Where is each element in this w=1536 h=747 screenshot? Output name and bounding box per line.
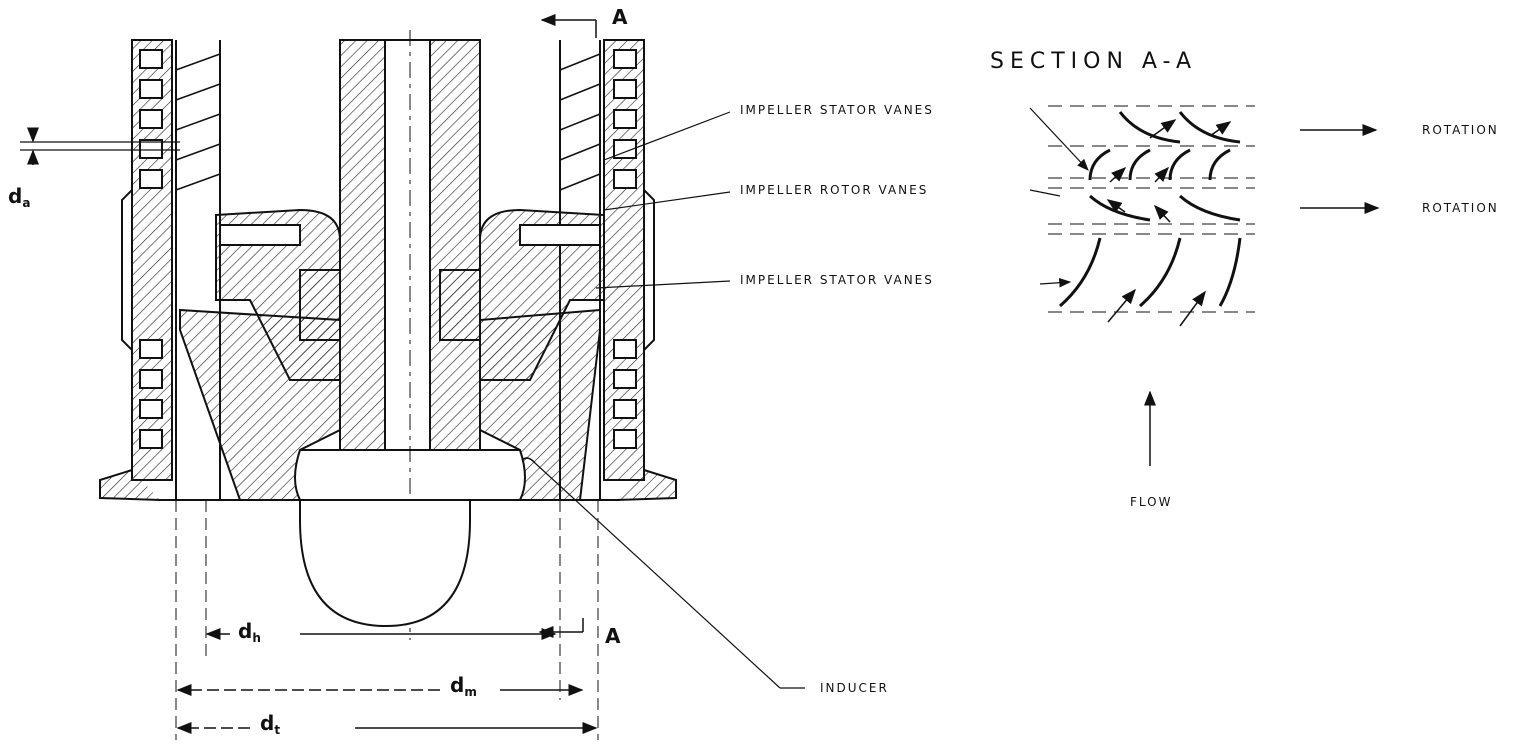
svg-text:ROTATION: ROTATION (1422, 123, 1499, 137)
svg-text:A: A (605, 624, 621, 648)
dm-dimension: dm (176, 673, 584, 699)
inducer-leader: INDUCER (521, 457, 889, 695)
rotation-indicator-1: ROTATION (1300, 123, 1499, 137)
dh-dimension: dh (205, 619, 557, 645)
pump-body (99, 30, 677, 640)
section-title: SECTION A-A (990, 49, 1197, 74)
svg-text:dt: dt (260, 711, 280, 737)
section-marker-bottom: A (538, 618, 621, 648)
svg-text:dh: dh (238, 619, 261, 645)
svg-text:INDUCER: INDUCER (820, 681, 889, 695)
left-casing (99, 39, 173, 501)
dt-dimension: dt (176, 711, 598, 737)
section-marker-top: A (540, 5, 628, 38)
svg-text:da: da (8, 184, 30, 210)
label-stator-vanes-top: IMPELLER STATOR VANES (740, 103, 934, 117)
label-stator-vanes-bottom: IMPELLER STATOR VANES (740, 273, 934, 287)
flow-indicator: FLOW (1130, 390, 1172, 509)
label-rotor-vanes: IMPELLER ROTOR VANES (740, 183, 928, 197)
svg-text:dm: dm (450, 673, 477, 699)
stator-vanes-top-row (1088, 111, 1241, 181)
svg-text:A: A (612, 5, 628, 29)
stator-vanes-bottom-row (1059, 237, 1242, 308)
inducer-bulb (299, 500, 471, 628)
svg-text:ROTATION: ROTATION (1422, 201, 1499, 215)
rotation-indicator-2: ROTATION (1300, 201, 1499, 215)
svg-text:FLOW: FLOW (1130, 495, 1172, 509)
da-dimension: da (8, 127, 180, 210)
right-casing (603, 39, 677, 501)
